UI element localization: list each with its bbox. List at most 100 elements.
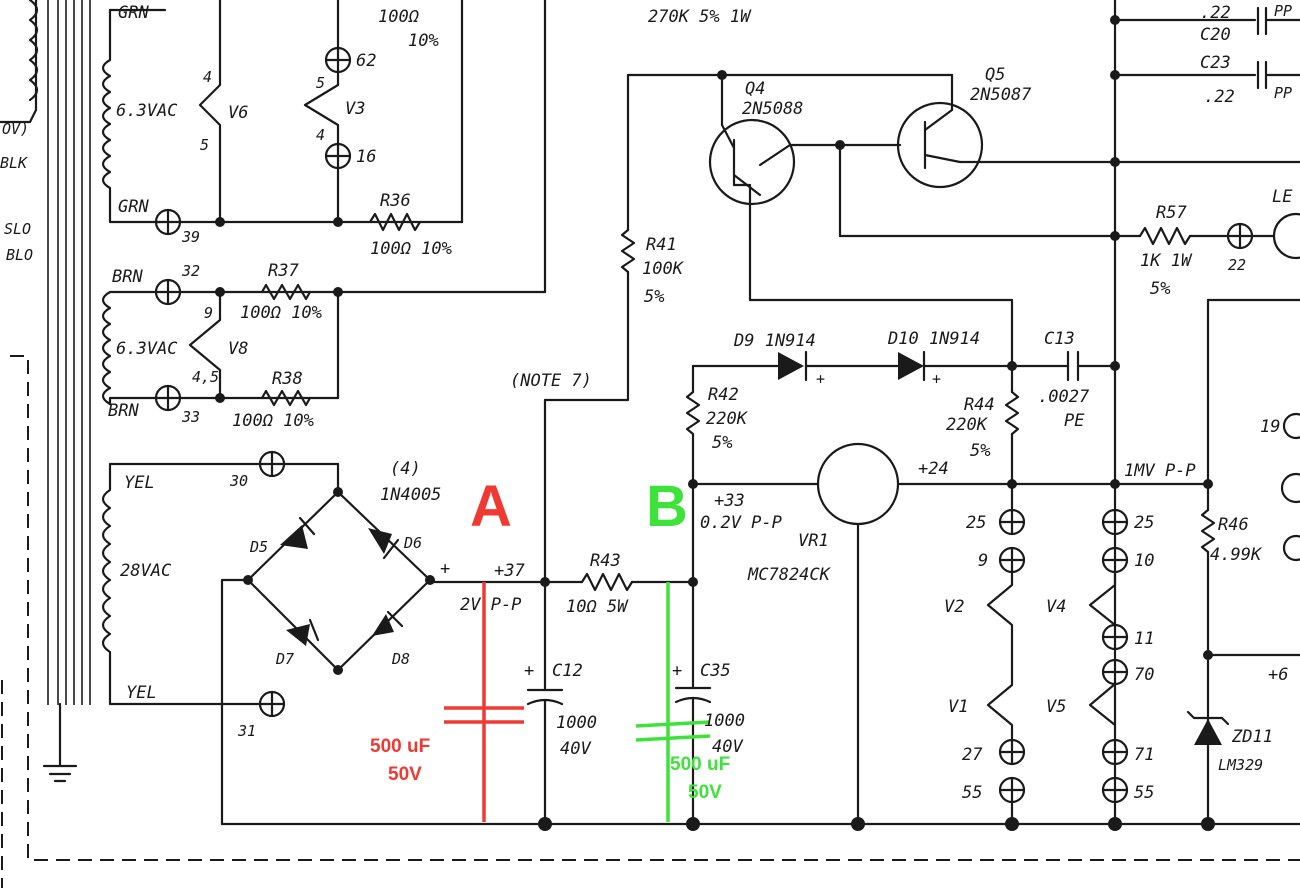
label-diode-part: 1N4005 (380, 485, 441, 505)
label-r37: R37 (268, 261, 299, 281)
v8-filament (188, 290, 222, 400)
dashed-enclosure (10, 355, 1300, 861)
label-grn-top: GRN (118, 3, 149, 23)
label-left-blo: BLO (6, 246, 33, 264)
label-v3-p4: 4 (316, 126, 325, 144)
label-top-res: 270K 5% 1W (648, 7, 752, 27)
regulator-vr1 (816, 442, 900, 526)
label-v8-p9: 9 (204, 304, 213, 322)
label-p9: 9 (978, 551, 988, 571)
label-c20-val: .22 (1200, 3, 1231, 23)
label-p11: 11 (1134, 629, 1154, 649)
label-r43-val: 10Ω 5W (566, 597, 629, 617)
r41 (620, 228, 636, 274)
label-pin33: 33 (181, 408, 200, 426)
label-p27: 27 (962, 745, 983, 765)
r42 (685, 390, 701, 436)
label-v8-p45: 4,5 (192, 368, 219, 386)
diode-d10 (898, 352, 924, 380)
label-v8: V8 (228, 339, 248, 359)
label-r41-tol: 5% (644, 287, 664, 307)
label-q5: Q5 (985, 65, 1005, 85)
label-c13-type: PE (1064, 411, 1085, 431)
label-v3-p5: 5 (316, 74, 325, 92)
marker-b: B (646, 474, 688, 539)
label-p25b: 25 (1134, 513, 1154, 533)
label-zd11-part: LM329 (1218, 756, 1263, 774)
label-ripple02: 0.2V P-P (700, 513, 782, 533)
label-p55b: 55 (1134, 783, 1154, 803)
label-left-blk: BLK (0, 154, 28, 172)
label-note7: (NOTE 7) (510, 371, 592, 391)
r44 (1004, 390, 1020, 436)
label-q5-part: 2N5087 (970, 85, 1032, 105)
label-c20: C20 (1200, 25, 1231, 45)
label-r-top: 100Ω (378, 7, 420, 27)
label-vr1-part: MC7824CK (747, 565, 832, 585)
label-r36: R36 (380, 191, 411, 211)
label-v6-p5: 5 (200, 136, 209, 154)
label-left-slo: SLO (4, 220, 31, 238)
label-c13: C13 (1044, 329, 1075, 349)
label-ripple2: 2V P-P (460, 595, 521, 615)
label-c35-plus: + (672, 661, 682, 681)
coil-v6 (101, 8, 162, 224)
label-28vac: 28VAC (120, 561, 172, 581)
annotation-b (635, 582, 711, 822)
label-pp2: PP (1274, 84, 1292, 102)
label-c12: C12 (552, 661, 583, 681)
label-d6: D6 (403, 534, 422, 552)
label-v37: +37 (494, 561, 525, 581)
label-c13-val: .0027 (1038, 387, 1090, 407)
label-r36-val: 100Ω 10% (370, 239, 452, 259)
label-r38-val: 100Ω 10% (232, 411, 314, 431)
label-brn-bot: BRN (108, 401, 139, 421)
diode-d5 (280, 525, 308, 549)
label-v3: V3 (345, 99, 365, 119)
label-led: LE (1272, 187, 1293, 207)
label-r42-val: 220K (706, 409, 749, 429)
marker-a: A (470, 474, 512, 539)
diode-d8 (372, 614, 394, 636)
label-r42-tol: 5% (712, 433, 732, 453)
label-c23-val: .22 (1204, 87, 1235, 107)
label-r44-tol: 5% (970, 441, 990, 461)
label-vr1: VR1 (798, 531, 829, 551)
label-c12-plus: + (524, 661, 534, 681)
label-d7: D7 (275, 650, 294, 668)
r38 (260, 389, 312, 407)
r43 (580, 572, 634, 592)
v3-filament (303, 70, 340, 146)
transistor-q4 (708, 118, 796, 206)
label-plus6: +6 (1268, 665, 1288, 685)
label-v24: +24 (918, 459, 949, 479)
label-pin19: 19 (1260, 417, 1280, 437)
label-r44: R44 (964, 395, 995, 415)
label-v2: V2 (944, 597, 964, 617)
label-pin22: 22 (1228, 256, 1246, 274)
label-c12-val: 1000 (556, 713, 597, 733)
label-r-top-tol: 10% (408, 31, 439, 51)
label-r41-val: 100K (642, 259, 685, 279)
note-a-value: 500 uF (370, 736, 430, 757)
r36 (368, 212, 422, 232)
label-q4-part: 2N5088 (742, 99, 803, 119)
label-v1: V1 (948, 697, 968, 717)
label-r46: R46 (1218, 515, 1249, 535)
filament-v5 (1088, 682, 1117, 727)
label-pin32: 32 (181, 262, 200, 280)
r46 (1200, 508, 1216, 554)
r37 (260, 283, 312, 301)
label-v6-volt: 6.3VAC (116, 101, 178, 121)
label-p10: 10 (1134, 551, 1154, 571)
label-d5: D5 (249, 538, 268, 556)
label-c12-volt: 40V (560, 739, 591, 759)
label-c35-val: 1000 (704, 711, 745, 731)
label-plus-bridge: + (440, 559, 450, 579)
label-grn-bot: GRN (118, 197, 149, 217)
r57 (1138, 226, 1192, 246)
label-pp1: PP (1274, 2, 1292, 20)
label-pin16: 16 (356, 147, 376, 167)
label-1mv: 1MV P-P (1124, 461, 1196, 481)
